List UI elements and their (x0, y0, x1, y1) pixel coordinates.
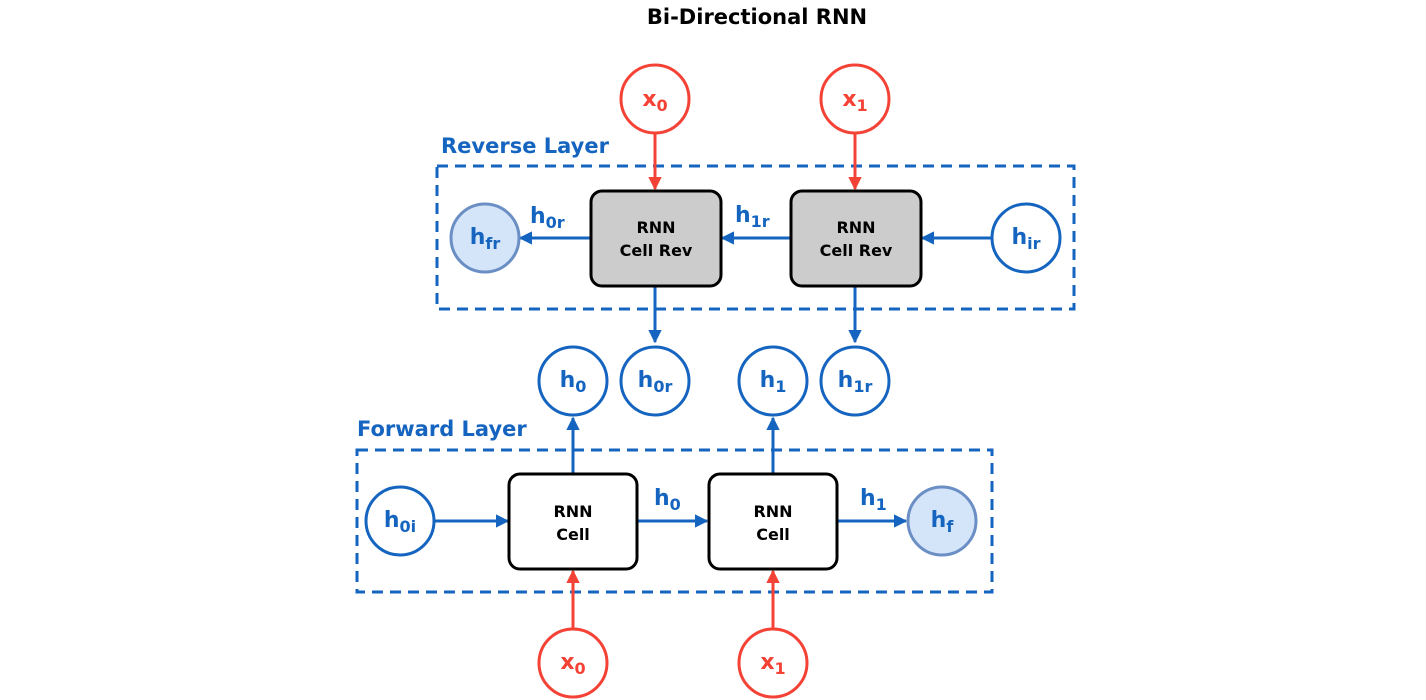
node-h-fr: hfr (449, 202, 521, 274)
fwd-cell-1: RNN Cell (707, 472, 839, 571)
svg-text:h0r: h0r (638, 368, 673, 396)
diagram-title: Bi-Directional RNN (647, 5, 867, 29)
node-h0-out: h0 (537, 345, 609, 417)
rev-cell-1-line2: Cell Rev (820, 241, 893, 260)
node-h-ir: hir (990, 202, 1062, 274)
edge-label-h1: h1 (860, 486, 887, 514)
reverse-layer-box (435, 164, 1076, 311)
node-x1-top: x1 (819, 63, 891, 135)
forward-layer-label: Forward Layer (357, 417, 527, 441)
node-h-f: hf (906, 485, 978, 557)
node-x1-bottom: x1 (737, 627, 809, 699)
rev-cell-1-line1: RNN (836, 218, 875, 237)
svg-text:h0: h0 (560, 368, 587, 396)
svg-text:h1: h1 (760, 368, 787, 396)
node-h-0i: h0i (364, 485, 436, 557)
fwd-cell-1-line2: Cell (756, 525, 790, 544)
reverse-layer-label: Reverse Layer (441, 134, 610, 158)
fwd-cell-1-line1: RNN (753, 502, 792, 521)
node-h1-out: h1 (737, 345, 809, 417)
svg-text:h0i: h0i (384, 508, 416, 536)
node-x0-bottom: x0 (537, 627, 609, 699)
fwd-cell-0-line1: RNN (553, 502, 592, 521)
forward-layer-box (355, 448, 994, 594)
svg-text:hf: hf (931, 508, 955, 536)
edge-label-h0r: h0r (530, 204, 565, 232)
svg-text:x1: x1 (760, 650, 785, 678)
svg-text:x0: x0 (642, 87, 667, 115)
rev-cell-0-line2: Cell Rev (620, 241, 693, 260)
svg-text:hir: hir (1011, 225, 1040, 253)
node-h1r-out: h1r (819, 345, 891, 417)
svg-text:x0: x0 (560, 650, 585, 678)
svg-text:hfr: hfr (470, 225, 501, 253)
fwd-cell-0-line2: Cell (556, 525, 590, 544)
rev-cell-1: RNN Cell Rev (789, 189, 923, 288)
svg-text:h1r: h1r (838, 368, 873, 396)
edge-label-h1r: h1r (735, 203, 770, 231)
svg-text:x1: x1 (842, 87, 867, 115)
rev-cell-0-line1: RNN (636, 218, 675, 237)
node-x0-top: x0 (619, 63, 691, 135)
fwd-cell-0: RNN Cell (507, 472, 639, 571)
edge-label-h0: h0 (654, 486, 681, 514)
rev-cell-0: RNN Cell Rev (589, 189, 723, 288)
node-h0r-out: h0r (619, 345, 691, 417)
